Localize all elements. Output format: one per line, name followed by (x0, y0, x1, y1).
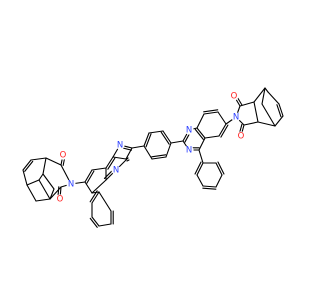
bond-line (125, 147, 133, 160)
atom-label-background (111, 165, 121, 175)
double-bond-line (194, 161, 202, 175)
bond-line (49, 188, 55, 200)
double-bond-line (194, 128, 204, 140)
atom-label-background (55, 194, 65, 204)
bond-line (217, 111, 227, 125)
double-bond-line (24, 160, 34, 172)
double-bond-line (203, 109, 219, 113)
double-bond-line (202, 187, 217, 190)
bond-line (26, 184, 37, 202)
bond-line (264, 87, 269, 93)
bond-line (30, 157, 47, 161)
bond-line (278, 103, 284, 117)
bond-line (42, 157, 47, 175)
double-bond-line (107, 157, 116, 170)
double-bond-line (220, 124, 229, 138)
atom-n-right-quinaz-2: N (186, 145, 192, 155)
atom-label-background (58, 150, 68, 160)
bond-line (274, 115, 284, 127)
atom-o-right-upper: O (231, 91, 238, 101)
atom-label-background (236, 131, 246, 141)
double-bond-line (89, 190, 98, 203)
bond-line (196, 174, 204, 187)
bond-line (257, 121, 276, 127)
bond-line (105, 156, 114, 169)
atom-o-left-upper: O (60, 150, 67, 160)
double-bond-line (151, 154, 167, 158)
bond-line (203, 111, 219, 115)
bond-line (162, 130, 172, 144)
bond-layer (22, 87, 284, 228)
bond-line (91, 216, 100, 227)
atom-label-background (229, 91, 239, 101)
bond-line (26, 179, 40, 186)
double-bond-line (276, 104, 282, 118)
bond-line (42, 173, 55, 190)
bond-line (239, 101, 255, 107)
bond-line (261, 103, 276, 127)
bond-line (196, 127, 206, 139)
atom-o-left-lower: O (57, 194, 64, 204)
bond-line (35, 198, 51, 202)
bond-line (148, 130, 164, 134)
bond-line (98, 191, 112, 212)
atom-n-right-quinaz-1: N (186, 125, 192, 135)
bond-line (98, 223, 112, 227)
atom-n-left-quinaz-1: N (117, 140, 123, 150)
bond-line (204, 135, 220, 139)
atom-n-left-imide: N (68, 179, 74, 189)
double-bond-line (145, 133, 152, 148)
bond-line (91, 179, 107, 194)
bond-line (112, 156, 127, 160)
bond-line (196, 162, 204, 176)
bond-line (215, 162, 223, 176)
bond-line (253, 87, 266, 103)
bond-line (243, 121, 259, 126)
bond-line (215, 174, 223, 188)
double-bond-line (86, 170, 95, 184)
atom-label-background (231, 112, 241, 122)
bond-line (165, 142, 172, 158)
bond-line (202, 185, 217, 188)
atom-n-right-imide: N (233, 112, 239, 122)
atom-label-background (184, 125, 194, 135)
bond-line (84, 169, 93, 183)
bond-line (91, 167, 107, 171)
atom-label-background (184, 145, 194, 155)
bond-line (261, 87, 266, 105)
bond-line (170, 140, 184, 144)
bond-line (38, 179, 51, 200)
bond-line (84, 181, 93, 194)
bond-line (253, 101, 259, 123)
bond-line (196, 113, 205, 129)
atom-o-right-lower: O (238, 131, 245, 141)
bond-line (143, 145, 153, 160)
bond-line (91, 191, 100, 204)
bond-line (22, 169, 28, 186)
bond-line (267, 91, 280, 105)
bond-line (151, 156, 167, 160)
double-bond-line (217, 161, 225, 175)
double-bond-line (89, 217, 98, 228)
atom-label-background (66, 179, 76, 189)
bond-line (45, 157, 62, 166)
bond-line (22, 159, 32, 171)
double-bond-line (160, 131, 170, 145)
bond-line (198, 137, 206, 151)
bond-line (218, 123, 227, 137)
bond-line (198, 149, 204, 164)
bond-line (38, 173, 44, 181)
double-bond-line (126, 159, 130, 162)
bond-line (131, 145, 145, 149)
atom-n-left-quinaz-2: N (113, 165, 119, 175)
bond-line (143, 132, 150, 147)
atom-label-background (115, 140, 125, 150)
